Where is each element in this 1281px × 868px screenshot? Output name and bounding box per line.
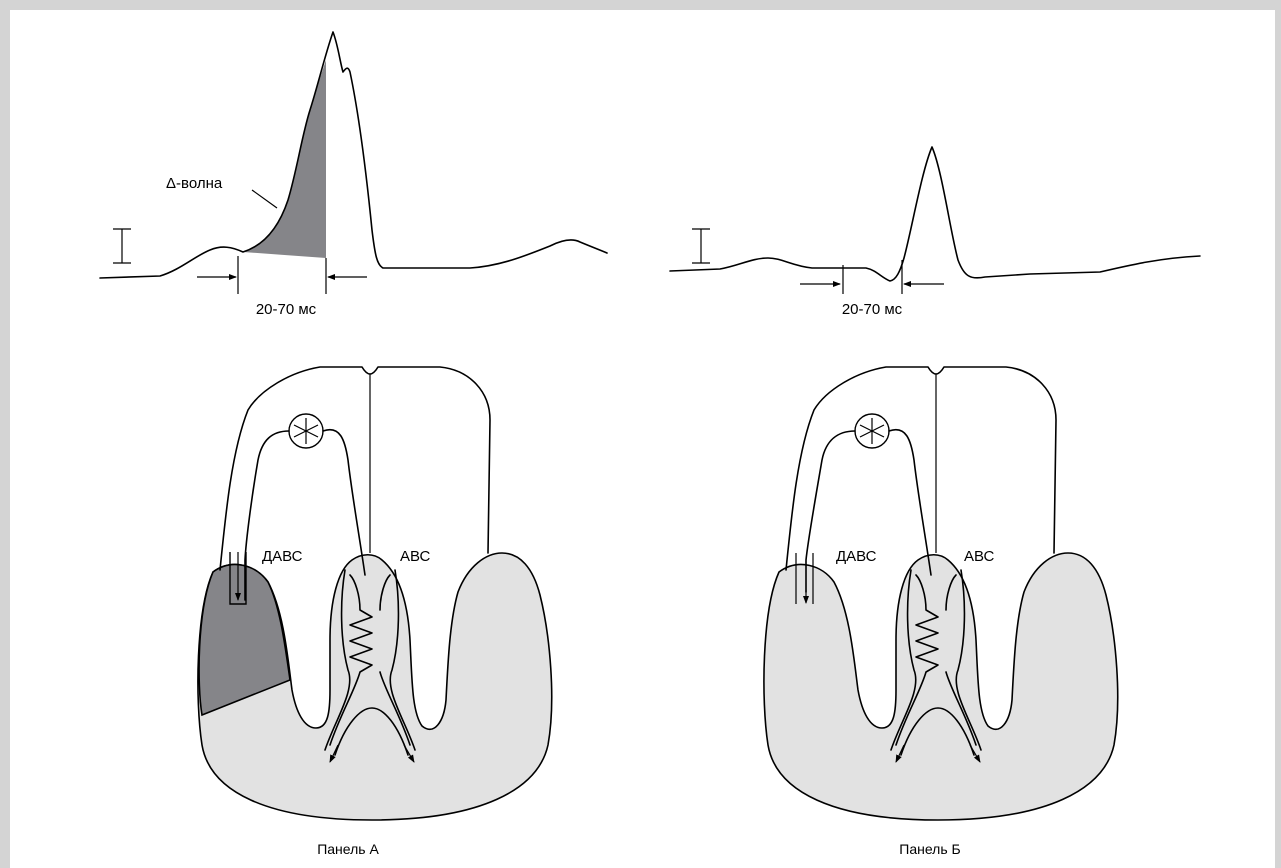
heart-diagram-b: ДАВС АВС: [764, 367, 1118, 820]
sinus-node-a: [289, 414, 323, 448]
atria-a: [220, 367, 490, 570]
sinus-node-b: [855, 414, 889, 448]
conduction-path-to-av-node-a: [323, 430, 365, 575]
calibration-bar-b: [692, 229, 710, 263]
delta-wave-label: Δ-волна: [166, 175, 223, 192]
delta-wave-area: [243, 60, 326, 258]
ecg-waveform-b: [670, 147, 1200, 281]
conduction-path-to-av-node-b: [889, 430, 931, 575]
av-node-label-a: АВС: [400, 548, 431, 565]
av-node-label-b: АВС: [964, 548, 995, 565]
heart-diagram-a: ДАВС АВС: [198, 367, 552, 820]
atria-b: [786, 367, 1056, 570]
panel-b-caption: Панель Б: [899, 841, 960, 857]
ventricles-b: [764, 553, 1118, 820]
ecg-trace-b: 20-70 мс: [670, 147, 1200, 318]
accessory-pathway-label-b: ДАВС: [836, 548, 877, 565]
interval-label-a: 20-70 мс: [256, 301, 317, 318]
interval-label-b: 20-70 мс: [842, 301, 903, 318]
ecg-trace-a: Δ-волна 20-70 мс: [100, 32, 607, 318]
panel-b: 20-70 мс ДАВС: [670, 147, 1200, 857]
ecg-waveform-a: [100, 32, 607, 278]
panel-a-caption: Панель A: [317, 841, 379, 857]
delta-wave-pointer: [252, 190, 277, 208]
panel-a: Δ-волна 20-70 мс: [100, 32, 607, 857]
accessory-pathway-label-a: ДАВС: [262, 548, 303, 565]
calibration-bar-a: [113, 229, 131, 263]
